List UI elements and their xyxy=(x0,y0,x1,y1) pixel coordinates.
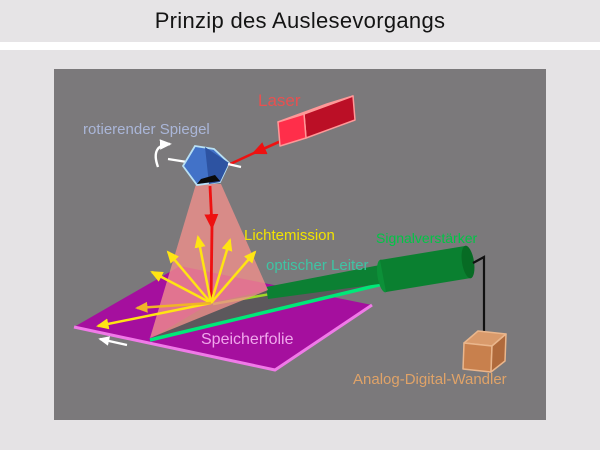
diagram-canvas: Laser rotierender Spiegel Lichtemission … xyxy=(54,69,546,420)
optical-guide-label: optischer Leiter xyxy=(266,257,369,274)
laser-beam xyxy=(227,139,282,167)
scan-beam xyxy=(204,185,219,303)
optical-guide-line xyxy=(149,281,388,342)
laser-scan-fan xyxy=(150,184,268,338)
signal-amplifier-label: Signalverstärker xyxy=(376,230,478,246)
mirror-prism xyxy=(154,139,242,186)
plate-front-edge xyxy=(73,303,373,372)
light-emission-label: Lichtemission xyxy=(244,227,335,244)
title-bar: Prinzip des Auslesevorgangs xyxy=(0,0,600,42)
mirror-axis xyxy=(167,157,188,164)
diagram-graphics xyxy=(73,95,507,373)
rotating-mirror-label: rotierender Spiegel xyxy=(83,121,210,138)
page-title: Prinzip des Auslesevorgangs xyxy=(154,8,446,33)
laser-box xyxy=(277,95,356,147)
amplifier-cylinder xyxy=(376,245,475,293)
divider-strip xyxy=(0,42,600,50)
mirror-axis-right xyxy=(227,162,242,169)
adc-cube xyxy=(462,330,507,373)
optical-guide-wedge xyxy=(266,265,387,299)
adc-label: Analog-Digital-Wandler xyxy=(353,371,507,388)
signal-cable xyxy=(472,255,486,332)
storage-plate-label: Speicherfolie xyxy=(201,331,294,348)
rotation-arrow-icon xyxy=(154,139,172,168)
plate-motion-arrow xyxy=(98,336,128,347)
emission-rays xyxy=(96,235,257,330)
laser-label: Laser xyxy=(258,91,301,110)
